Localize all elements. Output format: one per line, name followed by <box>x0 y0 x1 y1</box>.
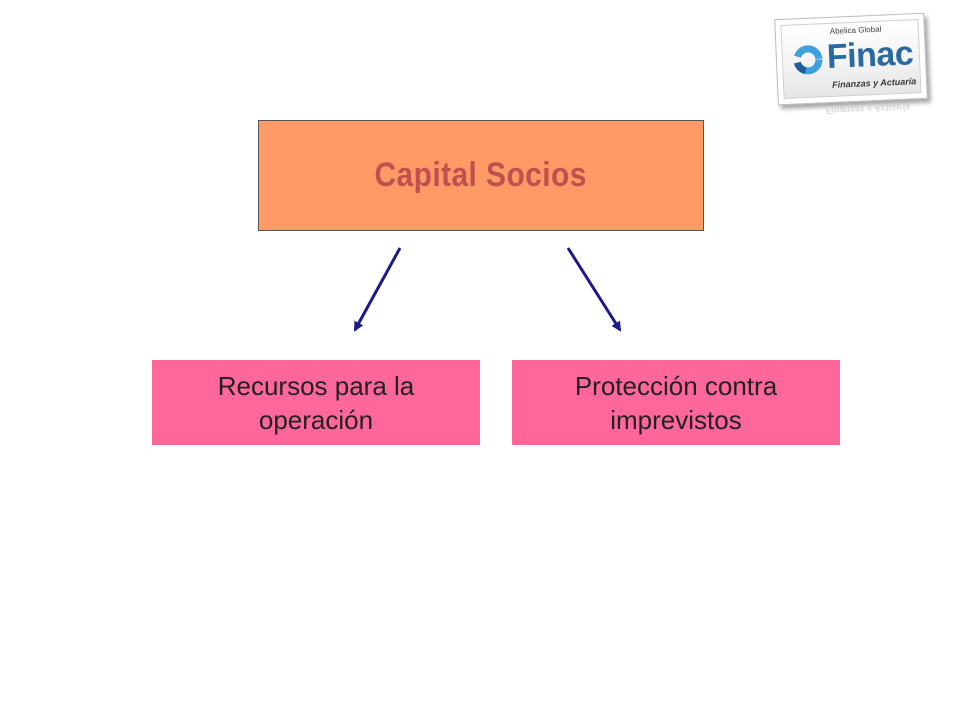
arrow-to-recursos <box>353 247 402 332</box>
child-node-recursos: Recursos para la operación <box>152 360 480 445</box>
child-node-proteccion: Protección contra imprevistos <box>512 360 840 445</box>
logo-panel: Abelica Global Finac Finanzas y Actuaría <box>780 19 922 99</box>
root-node-label: Capital Socios <box>374 156 588 194</box>
logo-ring-icon <box>793 45 823 75</box>
child-node-label: Recursos para la operación <box>217 370 415 435</box>
child-node-label: Protección contra imprevistos <box>574 370 778 435</box>
root-node-capital-socios: Capital Socios <box>258 120 704 231</box>
finac-logo: Abelica Global Finac Finanzas y Actuaría <box>774 12 928 106</box>
arrow-to-proteccion <box>566 247 622 332</box>
